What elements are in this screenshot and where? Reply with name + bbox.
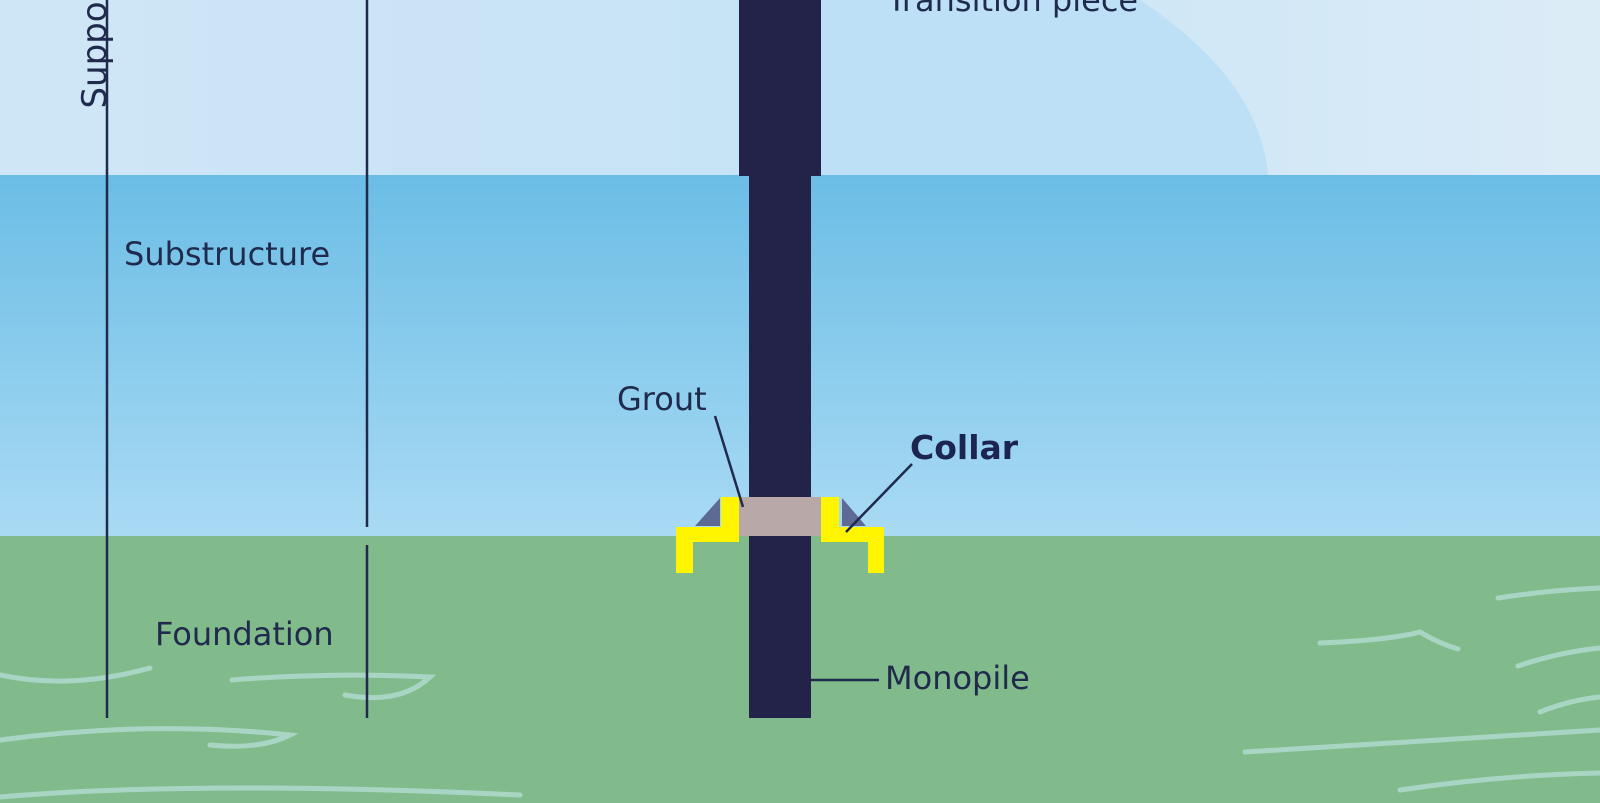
sky-glow <box>820 0 1268 175</box>
collar-shape <box>676 497 884 573</box>
substructure-label: Substructure <box>124 235 331 273</box>
support-structure-label: Suppor <box>75 0 115 109</box>
monopile-label: Monopile <box>885 659 1030 697</box>
grout-shape <box>695 497 866 536</box>
leader-lines <box>713 415 913 682</box>
transition-piece-label: Transition piece <box>887 0 1139 19</box>
seabed-waves <box>0 585 1600 800</box>
foundation-label: Foundation <box>155 615 334 653</box>
monopile-shape <box>749 176 811 718</box>
collar-label: Collar <box>910 428 1019 467</box>
transition-piece-shape <box>739 0 821 176</box>
grout-label: Grout <box>617 380 707 418</box>
